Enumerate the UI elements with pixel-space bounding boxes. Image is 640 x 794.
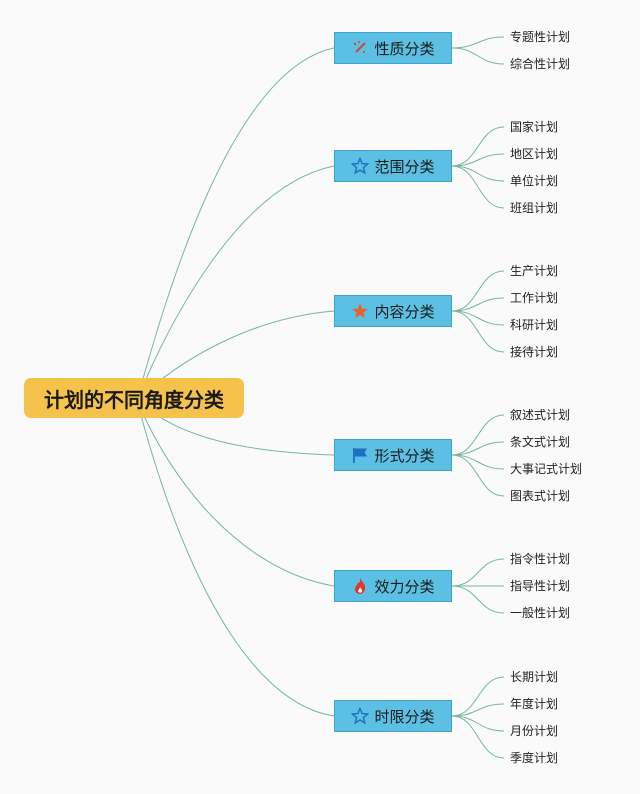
star-filled-icon: [351, 302, 369, 320]
leaf-node[interactable]: 大事记式计划: [510, 462, 583, 476]
star-outline-icon: [351, 707, 370, 725]
leaf-node[interactable]: 季度计划: [510, 751, 559, 765]
leaf-node[interactable]: 年度计划: [510, 697, 559, 711]
leaf-node[interactable]: 叙述式计划: [510, 408, 571, 422]
branch-content[interactable]: 内容分类: [334, 295, 452, 327]
root-link-5: [136, 399, 335, 587]
branch-label: 形式分类: [374, 446, 435, 465]
leaf-node[interactable]: 指导性计划: [510, 579, 571, 593]
leaf-node[interactable]: 综合性计划: [510, 57, 571, 71]
branch-time-limit[interactable]: 时限分类: [334, 700, 452, 732]
branch-label: 性质分类: [374, 39, 435, 58]
leaf-node[interactable]: 月份计划: [510, 724, 559, 738]
branch-label: 效力分类: [374, 577, 435, 596]
leaf-node[interactable]: 长期计划: [510, 670, 559, 684]
leaf-node[interactable]: 指令性计划: [510, 552, 571, 566]
leaf-node[interactable]: 专题性计划: [510, 30, 571, 44]
leaf-node[interactable]: 条文式计划: [510, 435, 571, 449]
leaf-node[interactable]: 接待计划: [510, 345, 559, 359]
branch-label: 内容分类: [374, 302, 435, 321]
root-link-2: [136, 165, 335, 401]
leaf-node[interactable]: 工作计划: [510, 291, 559, 305]
leaf-node[interactable]: 国家计划: [510, 120, 559, 134]
root-link-1: [136, 47, 335, 401]
leaf-node[interactable]: 地区计划: [510, 147, 559, 161]
branch-form[interactable]: 形式分类: [334, 439, 452, 471]
leaf-node[interactable]: 班组计划: [510, 201, 559, 215]
branch-effect[interactable]: 效力分类: [334, 570, 452, 602]
branch-nature[interactable]: 性质分类: [334, 32, 452, 64]
branch-label: 时限分类: [374, 707, 435, 726]
leaf-node[interactable]: 科研计划: [510, 318, 559, 332]
root-link-6: [136, 399, 335, 717]
branch-label: 范围分类: [374, 157, 435, 176]
star-outline-icon: [351, 157, 370, 175]
flag-icon: [351, 446, 369, 464]
leaf-node[interactable]: 一般性计划: [510, 606, 571, 620]
flame-icon: [351, 577, 369, 595]
leaf-node[interactable]: 生产计划: [510, 264, 559, 278]
branch-scope[interactable]: 范围分类: [334, 150, 452, 182]
leaf-node[interactable]: 图表式计划: [510, 489, 571, 503]
root-topic[interactable]: 计划的不同角度分类: [24, 378, 244, 418]
magic-wand-icon: [351, 39, 369, 57]
leaf-node[interactable]: 单位计划: [510, 174, 559, 188]
